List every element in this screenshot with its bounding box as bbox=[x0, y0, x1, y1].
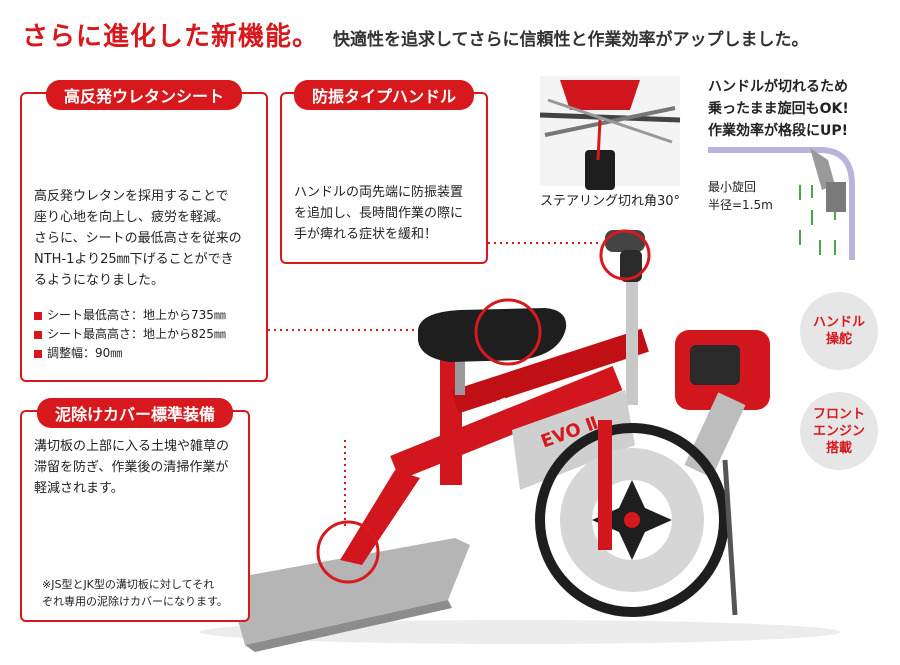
mud-description-line: 滞留を防ぎ、作業後の清掃作業が bbox=[34, 460, 229, 475]
mud-callout-title: 泥除けカバー標準装備 bbox=[36, 398, 234, 428]
turning-radius-label: 最小旋回 半径=1.5m bbox=[708, 178, 773, 214]
mud-cover-callout: 泥除けカバー標準装備 溝切板の上部に入る土塊や雑草の 滞留を防ぎ、作業後の清掃作… bbox=[20, 398, 250, 622]
steering-caption-line: ハンドルが切れるため bbox=[708, 79, 848, 95]
seat-spec-list: シート最低高さ：地上から735㎜ シート最高高さ：地上から825㎜ 調整幅：90… bbox=[34, 306, 264, 363]
seat-highlight-ring bbox=[474, 298, 542, 366]
mud-note-line: ぞれ専用の泥除けカバーになります。 bbox=[42, 595, 228, 608]
seat-description-line: さらに、シートの最低高さを従来の bbox=[34, 231, 242, 246]
machine-frame bbox=[235, 230, 770, 652]
steering-angle-label: ステアリング切れ角30° bbox=[540, 194, 681, 209]
steering-photo bbox=[539, 76, 681, 190]
turning-diagram bbox=[708, 147, 855, 260]
headline-main: さらに進化した新機能。 bbox=[22, 22, 320, 52]
seat-description-line: 高反発ウレタンを採用することで bbox=[34, 189, 229, 204]
handle-description-line: を追加し、長時間作業の際に bbox=[294, 206, 464, 221]
mud-callout-description: 溝切板の上部に入る土塊や雑草の 滞留を防ぎ、作業後の清掃作業が 軽減されます。 bbox=[34, 436, 248, 499]
steering-caption-line: 作業効率が格段にUP! bbox=[708, 123, 849, 139]
steering-badge: ハンドル 操舵 bbox=[800, 292, 878, 370]
handle-callout: 防振タイプハンドル ハンドルの両先端に防振装置 を追加し、長時間作業の際に 手が… bbox=[280, 80, 488, 264]
mud-callout-note: ※JS型とJK型の溝切板に対してそれ ぞれ専用の泥除けカバーになります。 bbox=[42, 576, 248, 610]
mud-description-line: 溝切板の上部に入る土塊や雑草の bbox=[34, 439, 230, 454]
steering-caption: ハンドルが切れるため 乗ったまま旋回もOK! 作業効率が格段にUP! bbox=[708, 76, 849, 142]
radius-line: 半径=1.5m bbox=[708, 198, 773, 212]
bullet-square-icon bbox=[34, 349, 42, 358]
front-engine-badge: フロント エンジン 搭載 bbox=[800, 392, 878, 470]
handle-callout-title: 防振タイプハンドル bbox=[293, 80, 475, 110]
handle-highlight-ring bbox=[599, 229, 651, 281]
headline: さらに進化した新機能。 快適性を追求してさらに信頼性と作業効率がアップしました。 bbox=[22, 16, 809, 53]
steering-caption-line: 乗ったまま旋回もOK! bbox=[708, 101, 849, 117]
handle-description-line: 手が痺れる症状を緩和！ bbox=[294, 227, 438, 242]
spec-item: シート最低高さ：地上から735㎜ bbox=[34, 306, 264, 325]
mud-description-line: 軽減されます。 bbox=[34, 481, 124, 496]
spec-item: 調整幅：90㎜ bbox=[34, 344, 264, 363]
spec-item: シート最高高さ：地上から825㎜ bbox=[34, 325, 264, 344]
handle-description-line: ハンドルの両先端に防振装置 bbox=[294, 185, 464, 200]
headline-sub: 快適性を追求してさらに信頼性と作業効率がアップしました。 bbox=[333, 30, 809, 50]
radius-line: 最小旋回 bbox=[708, 180, 757, 194]
bullet-square-icon bbox=[34, 311, 42, 320]
seat-description-line: 座り心地を向上し、疲労を軽減。 bbox=[34, 210, 230, 225]
seat-description-line: るようになりました。 bbox=[34, 273, 165, 288]
mud-highlight-ring bbox=[316, 520, 380, 584]
seat-callout-description: 高反発ウレタンを採用することで 座り心地を向上し、疲労を軽減。 さらに、シートの… bbox=[34, 186, 264, 291]
seat-callout: 高反発ウレタンシート 高反発ウレタンを採用することで 座り心地を向上し、疲労を軽… bbox=[20, 80, 268, 382]
handle-callout-description: ハンドルの両先端に防振装置 を追加し、長時間作業の際に 手が痺れる症状を緩和！ bbox=[294, 182, 484, 245]
mud-note-line: ※JS型とJK型の溝切板に対してそれ bbox=[42, 578, 215, 591]
seat-callout-title: 高反発ウレタンシート bbox=[45, 80, 243, 110]
seat-description-line: NTH-1より25㎜下げることができ bbox=[34, 252, 234, 267]
bullet-square-icon bbox=[34, 330, 42, 339]
